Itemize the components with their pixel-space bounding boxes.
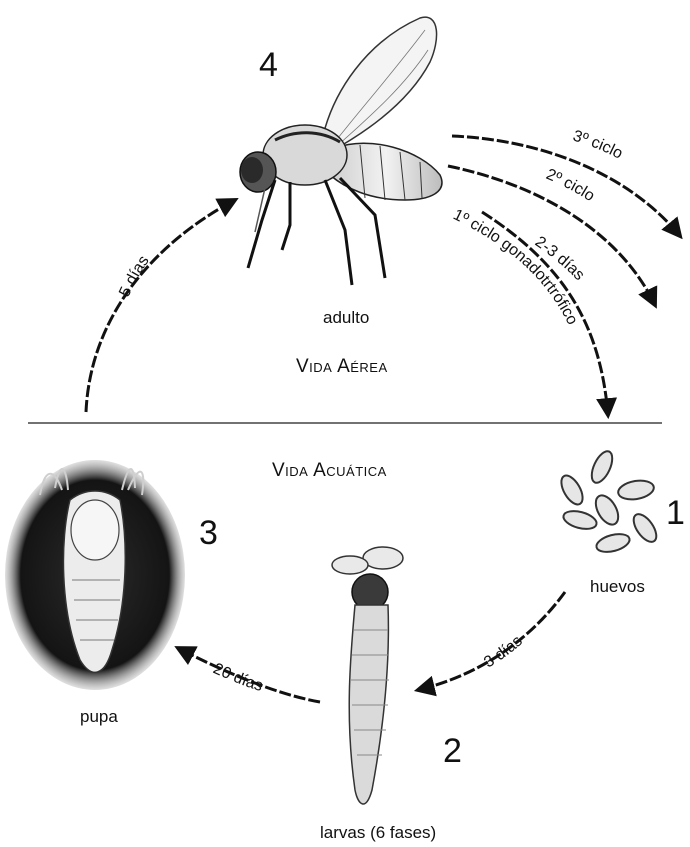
stage-label-adult: adulto bbox=[323, 308, 369, 328]
label-eggs-to-larvae: 3 días bbox=[481, 633, 526, 672]
stage-label-larvae: larvas (6 fases) bbox=[320, 823, 436, 843]
larva-icon bbox=[332, 547, 403, 804]
arrow-pupa-to-adult bbox=[86, 200, 235, 412]
stage-label-pupa: pupa bbox=[80, 707, 118, 727]
arrow-eggs-to-larvae bbox=[418, 592, 565, 690]
label-second-cycle: 2º ciclo bbox=[544, 166, 598, 205]
label-third-cycle: 3º ciclo bbox=[571, 128, 626, 163]
stage-number-pupa: 3 bbox=[199, 514, 218, 553]
eggs-icon bbox=[557, 448, 661, 555]
stage-number-eggs: 1 bbox=[666, 494, 685, 533]
label-pupa-to-adult: 5 días bbox=[116, 253, 152, 300]
zone-label-water: Vida Acuática bbox=[272, 460, 387, 482]
zone-label-air: Vida Aérea bbox=[296, 356, 388, 378]
stage-number-adult: 4 bbox=[259, 46, 278, 85]
pupa-icon bbox=[5, 460, 185, 690]
label-larvae-to-pupa: 20 días bbox=[211, 660, 265, 695]
stage-label-eggs: huevos bbox=[590, 577, 645, 597]
stage-number-larvae: 2 bbox=[443, 732, 462, 771]
